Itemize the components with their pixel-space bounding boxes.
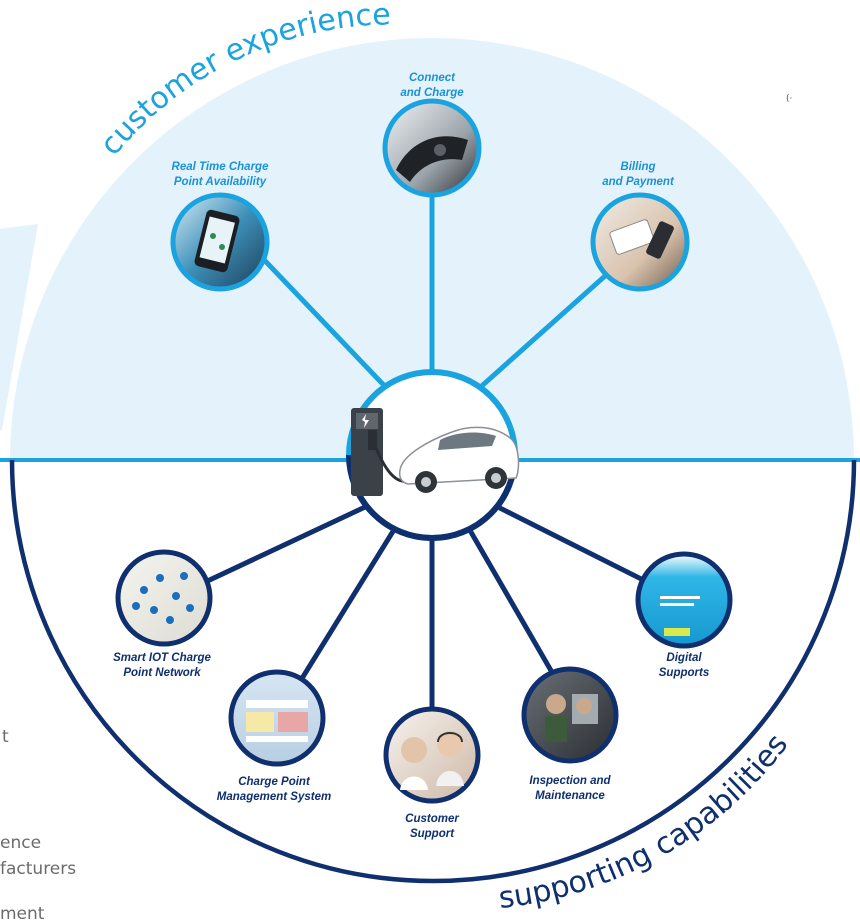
spoke-bottom-4 [461, 518, 571, 702]
label-connect-and-charge: Connect and Charge [400, 72, 464, 99]
label-smart-iot-network: Smart IOT Charge Point Network [113, 652, 211, 679]
website-icon [660, 596, 700, 636]
technician-icon [545, 694, 598, 742]
label-billing-and-payment: Billing and Payment [602, 161, 674, 188]
card-payment-icon [609, 219, 674, 259]
node-real-time-availability[interactable] [170, 192, 270, 292]
network-map-icon [132, 572, 194, 624]
left-cut-text-1: t [2, 727, 9, 747]
corner-mark: (· [786, 94, 793, 104]
node-connect-and-charge[interactable] [382, 98, 482, 198]
center-hub [346, 369, 520, 541]
ev-charging-car-icon [351, 408, 520, 496]
charging-plug-icon [396, 136, 468, 182]
smartphone-map-icon [194, 209, 240, 273]
left-cut-text-3: facturers [0, 859, 77, 879]
node-management-system[interactable] [228, 669, 326, 767]
node-billing-and-payment[interactable] [590, 192, 690, 292]
left-accent-shape [0, 224, 38, 430]
left-cut-text-4: ment [0, 904, 45, 924]
label-inspection-maintenance: Inspection and Maintenance [529, 775, 611, 802]
spoke-top-left [247, 242, 400, 402]
headset-agents-icon [400, 731, 464, 790]
dashboard-icon [246, 700, 308, 742]
label-real-time-availability: Real Time Charge Point Availability [171, 161, 269, 188]
node-smart-iot-network[interactable] [115, 549, 213, 647]
node-digital-supports[interactable] [635, 551, 733, 649]
label-management-system: Charge Point Management System [216, 776, 332, 803]
label-digital-supports: Digital Supports [658, 652, 710, 679]
node-customer-support[interactable] [383, 706, 481, 804]
lower-arc [9, 459, 857, 884]
label-customer-support: Customer Support [405, 813, 459, 840]
node-inspection-maintenance[interactable] [521, 666, 619, 764]
left-cut-text-2: ence [0, 833, 42, 853]
